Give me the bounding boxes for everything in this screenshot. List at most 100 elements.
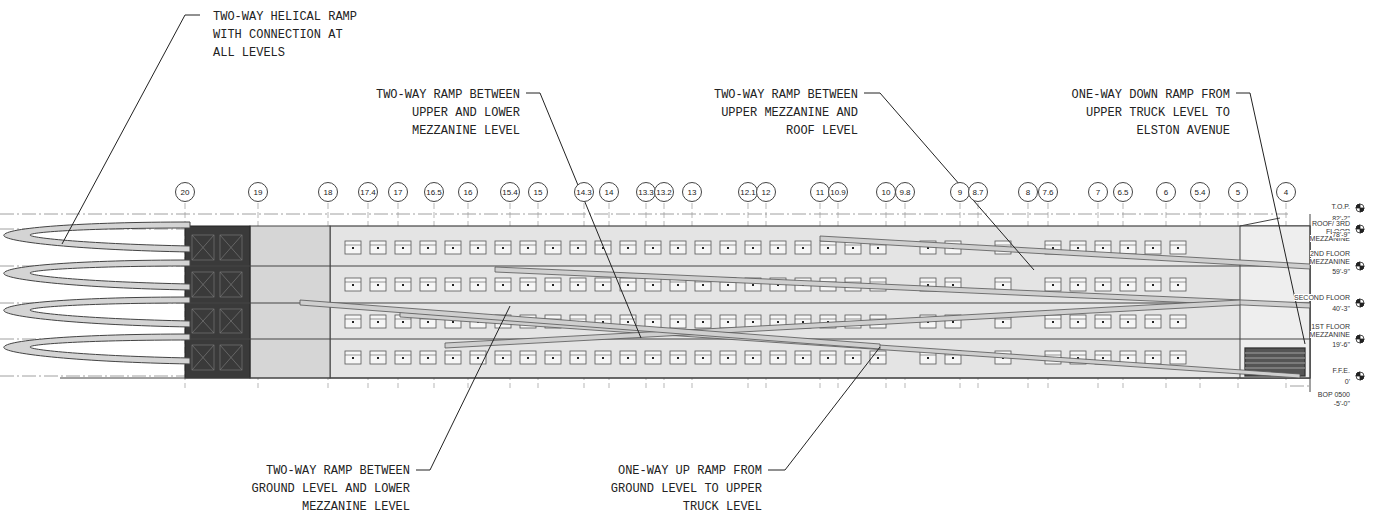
callout-text: TWO-WAY RAMP BETWEEN UPPER MEZZANINE AND… (707, 86, 858, 140)
grid-bubble: 13.2 (654, 182, 674, 202)
dock-door (1070, 282, 1086, 283)
dock-door (445, 278, 461, 291)
dock-door (1145, 315, 1161, 328)
dock-door (820, 241, 836, 254)
dock-door (452, 321, 454, 323)
dock-door (1070, 355, 1086, 356)
dock-door (645, 245, 661, 246)
dock-door (770, 241, 786, 254)
dock-door (370, 315, 386, 328)
level-label: SECOND FLOOR (1294, 294, 1350, 301)
dock-door (520, 355, 536, 356)
dock-door (620, 245, 636, 246)
dock-door (1052, 247, 1054, 249)
grid-number: 10.9 (830, 188, 846, 197)
dock-door (1045, 315, 1061, 328)
dock-door (420, 245, 436, 246)
dock-door (1127, 247, 1129, 249)
dock-door (627, 321, 629, 323)
dock-door (777, 247, 779, 249)
dock-door (1145, 278, 1161, 291)
level-label: 40'-3" (1332, 305, 1350, 312)
dock-door (670, 241, 686, 254)
level-label: 1ST FLOOR MEZZANINE (1286, 323, 1350, 338)
dock-door (695, 319, 711, 320)
dock-door (420, 241, 436, 254)
dock-door (702, 247, 704, 249)
dock-door (1120, 278, 1136, 291)
dock-door (1102, 247, 1104, 249)
dock-door (495, 245, 511, 246)
dock-door (402, 357, 404, 359)
dock-door (745, 355, 761, 356)
dock-door (545, 282, 561, 283)
dock-door (1145, 355, 1161, 356)
level-label: 59'-9" (1332, 268, 1350, 275)
grid-bubble: 18 (318, 182, 338, 202)
level-label: 40'-3" (1286, 305, 1350, 313)
dock-door (570, 241, 586, 254)
grid-bubble: 5 (1228, 182, 1248, 202)
dock-door (545, 245, 561, 246)
callout-text: ONE-WAY UP RAMP FROM GROUND LEVEL TO UPP… (611, 464, 762, 514)
dock-door (545, 241, 561, 254)
dock-door (1127, 357, 1129, 359)
dock-door (377, 284, 379, 286)
dock-door (1095, 355, 1111, 356)
dock-door (670, 351, 686, 364)
grid-bubble: 12.1 (738, 182, 758, 202)
dock-door (570, 245, 586, 246)
level-label: -5'-0" (1286, 400, 1350, 408)
dock-door (1102, 357, 1104, 359)
dock-door (1170, 245, 1186, 246)
grid-number: 13 (688, 188, 697, 197)
dock-door (552, 357, 554, 359)
dock-door (527, 284, 529, 286)
dock-door (1045, 282, 1061, 283)
dock-door (420, 351, 436, 364)
dock-door (1095, 315, 1111, 328)
dock-door (1120, 355, 1136, 356)
dock-door (677, 284, 679, 286)
dock-door (820, 245, 836, 246)
grid-number: 5.4 (1194, 188, 1205, 197)
stair-panel (192, 272, 214, 297)
dock-door (520, 241, 536, 254)
dock-door (945, 282, 961, 283)
level-label: 78'-9" (1286, 231, 1350, 239)
dock-door (720, 319, 736, 320)
callout-text: TWO-WAY HELICAL RAMP WITH CONNECTION AT … (213, 10, 357, 60)
dock-door (627, 357, 629, 359)
dock-door (620, 282, 636, 283)
grid-number: 14.3 (576, 188, 592, 197)
grid-number: 11 (816, 188, 824, 197)
dock-door (1170, 241, 1186, 254)
dock-door (1102, 284, 1104, 286)
dock-door (1127, 284, 1129, 286)
dock-door (1120, 282, 1136, 283)
dock-door (377, 357, 379, 359)
dock-door (1170, 355, 1186, 356)
dock-door (595, 355, 611, 356)
dock-door (477, 247, 479, 249)
dock-door (395, 278, 411, 291)
level-label: 0' (1345, 378, 1350, 385)
dock-door (445, 241, 461, 254)
dock-door (470, 282, 486, 283)
dock-door (1120, 245, 1136, 246)
dock-door (545, 355, 561, 356)
stair-panel (192, 309, 214, 333)
dock-door (420, 355, 436, 356)
dock-door (695, 351, 711, 364)
dock-door (852, 357, 854, 359)
dock-door (952, 321, 954, 323)
dock-door (645, 241, 661, 254)
dock-door (645, 278, 661, 291)
dock-door (795, 319, 811, 320)
dock-door (477, 284, 479, 286)
level-label: BOP 0500 (1318, 391, 1350, 398)
stair-panel (192, 309, 214, 333)
dock-door (420, 282, 436, 283)
dock-door (345, 315, 361, 328)
